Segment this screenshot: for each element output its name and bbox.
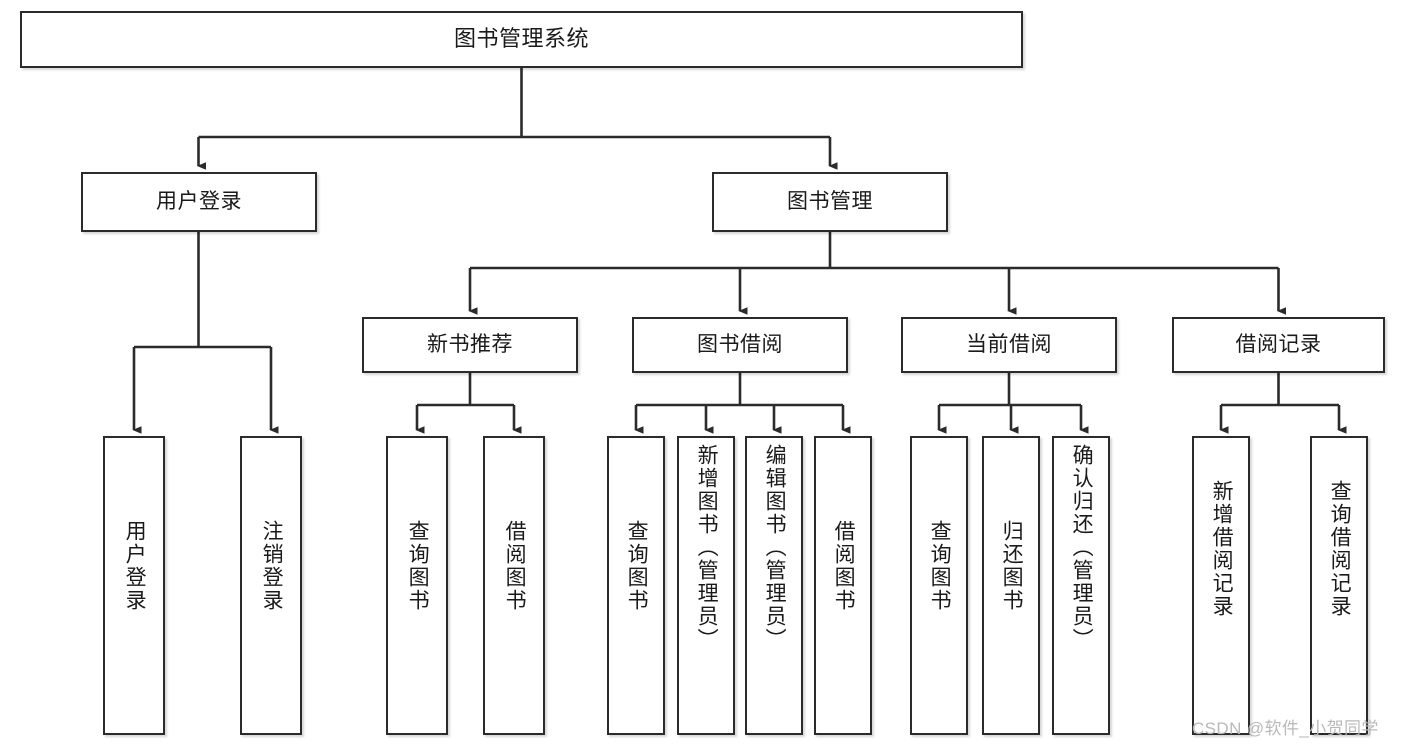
- node-new-book-recommend-label: 新书推荐: [427, 333, 513, 357]
- node-leaf-borrow-lend[interactable]: 借阅图书: [814, 436, 872, 735]
- node-leaf-recommend-query[interactable]: 查询图书: [386, 436, 448, 735]
- node-leaf-borrow-edit-label: 编辑图书（管理员）: [763, 444, 787, 651]
- node-leaf-current-return-label: 归还图书: [1000, 520, 1024, 612]
- node-book-manage[interactable]: 图书管理: [712, 172, 948, 232]
- node-leaf-record-add[interactable]: 新增借阅记录: [1192, 436, 1250, 735]
- node-leaf-user-login-label: 用户登录: [123, 520, 147, 612]
- node-leaf-borrow-lend-label: 借阅图书: [832, 520, 856, 612]
- node-leaf-user-logout[interactable]: 注销登录: [240, 436, 302, 735]
- node-leaf-recommend-borrow[interactable]: 借阅图书: [483, 436, 545, 735]
- node-borrow-record-label: 借阅记录: [1235, 333, 1322, 357]
- csdn-watermark: CSDN @软件_小贺同学: [1192, 719, 1379, 738]
- node-root-label: 图书管理系统: [453, 26, 589, 52]
- node-user-login[interactable]: 用户登录: [81, 172, 317, 232]
- node-leaf-borrow-edit[interactable]: 编辑图书（管理员）: [745, 436, 803, 735]
- node-book-borrow-label: 图书借阅: [697, 333, 783, 357]
- node-book-borrow[interactable]: 图书借阅: [632, 317, 848, 373]
- node-leaf-record-query-label: 查询借阅记录: [1328, 480, 1352, 618]
- node-leaf-current-query-label: 查询图书: [928, 520, 952, 612]
- node-leaf-borrow-add-label: 新增图书（管理员）: [695, 444, 719, 651]
- node-leaf-borrow-query-label: 查询图书: [625, 520, 649, 612]
- node-borrow-record[interactable]: 借阅记录: [1172, 317, 1385, 373]
- node-leaf-borrow-add[interactable]: 新增图书（管理员）: [677, 436, 735, 735]
- node-leaf-user-login[interactable]: 用户登录: [103, 436, 165, 735]
- node-leaf-current-query[interactable]: 查询图书: [910, 436, 968, 735]
- node-leaf-recommend-query-label: 查询图书: [406, 520, 430, 612]
- node-leaf-current-confirm[interactable]: 确认归还（管理员）: [1052, 436, 1110, 735]
- node-root[interactable]: 图书管理系统: [20, 11, 1023, 68]
- node-leaf-current-confirm-label: 确认归还（管理员）: [1070, 444, 1094, 651]
- node-leaf-user-logout-label: 注销登录: [260, 520, 284, 612]
- node-leaf-borrow-query[interactable]: 查询图书: [607, 436, 665, 735]
- node-leaf-record-query[interactable]: 查询借阅记录: [1310, 436, 1368, 735]
- node-new-book-recommend[interactable]: 新书推荐: [362, 317, 578, 373]
- node-leaf-current-return[interactable]: 归还图书: [982, 436, 1040, 735]
- node-current-borrow-label: 当前借阅: [966, 333, 1052, 357]
- node-leaf-record-add-label: 新增借阅记录: [1210, 480, 1234, 618]
- node-book-manage-label: 图书管理: [787, 190, 873, 214]
- node-current-borrow[interactable]: 当前借阅: [901, 317, 1117, 373]
- node-user-login-label: 用户登录: [156, 190, 242, 214]
- node-leaf-recommend-borrow-label: 借阅图书: [503, 520, 527, 612]
